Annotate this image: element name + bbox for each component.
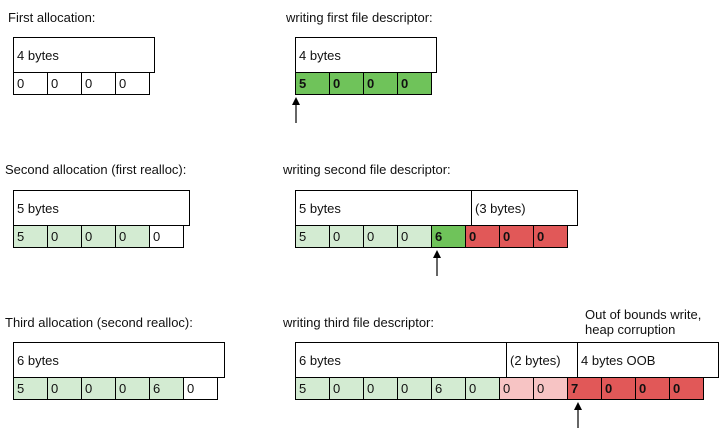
header-label: 4 bytes — [299, 47, 341, 63]
caption-writing-first-fd: writing first file descriptor: — [286, 10, 433, 25]
memory-cell-previous: 5 — [13, 377, 48, 400]
memory-cell: 0 — [149, 225, 184, 248]
header-label: 6 bytes — [17, 352, 59, 368]
header-label: 4 bytes OOB — [581, 352, 656, 368]
memory-cell-overflow: 0 — [499, 225, 534, 248]
memory-cell-written: 0 — [397, 72, 432, 95]
header-6-bytes-written: 6 bytes — [295, 342, 507, 378]
header-label: 5 bytes — [17, 200, 59, 216]
memory-cell-previous: 0 — [397, 225, 432, 248]
memory-cell-previous: 0 — [329, 377, 364, 400]
memory-cell-written: 0 — [329, 72, 364, 95]
oob-note-line: heap corruption — [585, 322, 676, 337]
header-4-bytes-written: 4 bytes — [295, 37, 437, 73]
memory-cell-written: 6 — [431, 225, 466, 248]
memory-cell: 0 — [47, 72, 82, 95]
memory-cell-previous: 0 — [363, 377, 398, 400]
header-5-bytes: 5 bytes — [13, 190, 190, 226]
header-2-bytes-slack: (2 bytes) — [506, 342, 578, 378]
header-label: 4 bytes — [17, 47, 59, 63]
caption-third-allocation: Third allocation (second realloc): — [5, 315, 193, 330]
memory-cell-slack: 0 — [533, 377, 568, 400]
memory-cell-oob: 0 — [669, 377, 704, 400]
memory-cell-previous: 0 — [47, 377, 82, 400]
header-4-bytes-oob: 4 bytes OOB — [577, 342, 719, 378]
memory-row-second-allocation: 5 0 0 0 0 — [13, 225, 184, 248]
memory-cell-previous: 5 — [13, 225, 48, 248]
header-label: 5 bytes — [299, 200, 341, 216]
memory-row-first-fd: 5 0 0 0 — [295, 72, 432, 95]
memory-cell-written: 5 — [295, 72, 330, 95]
memory-cell-previous: 0 — [47, 225, 82, 248]
memory-cell-written: 0 — [363, 72, 398, 95]
memory-row-third-allocation: 5 0 0 0 6 0 — [13, 377, 218, 400]
header-4-bytes: 4 bytes — [13, 37, 155, 73]
memory-cell: 0 — [183, 377, 218, 400]
header-5-bytes-written: 5 bytes — [295, 190, 472, 226]
memory-cell-previous: 5 — [295, 225, 330, 248]
memory-cell: 0 — [13, 72, 48, 95]
memory-cell: 0 — [115, 72, 150, 95]
memory-cell-previous: 0 — [115, 377, 150, 400]
up-arrow-icon — [292, 97, 300, 123]
memory-row-third-fd: 5 0 0 0 6 0 0 0 7 0 0 0 — [295, 377, 704, 400]
memory-cell-previous: 5 — [295, 377, 330, 400]
up-arrow-icon — [433, 250, 441, 276]
header-6-bytes: 6 bytes — [13, 342, 225, 378]
memory-cell-oob: 0 — [601, 377, 636, 400]
memory-cell-overflow: 0 — [533, 225, 568, 248]
header-label: (2 bytes) — [510, 352, 561, 368]
memory-cell-oob: 7 — [567, 377, 602, 400]
memory-cell-oob: 0 — [635, 377, 670, 400]
caption-writing-third-fd: writing third file descriptor: — [283, 315, 434, 330]
memory-cell-previous: 0 — [329, 225, 364, 248]
memory-cell-previous: 6 — [149, 377, 184, 400]
oob-note-line: Out of bounds write, — [585, 307, 702, 322]
memory-cell-previous: 6 — [431, 377, 466, 400]
up-arrow-icon — [574, 402, 582, 428]
memory-cell: 0 — [81, 72, 116, 95]
caption-second-allocation: Second allocation (first realloc): — [5, 162, 187, 177]
memory-row-second-fd: 5 0 0 0 6 0 0 0 — [295, 225, 568, 248]
oob-note: Out of bounds write, heap corruption — [585, 307, 701, 337]
memory-cell-previous: 0 — [81, 377, 116, 400]
memory-cell-slack: 0 — [499, 377, 534, 400]
memory-cell-previous: 0 — [465, 377, 500, 400]
memory-cell-overflow: 0 — [465, 225, 500, 248]
caption-first-allocation: First allocation: — [8, 10, 96, 25]
memory-cell-previous: 0 — [363, 225, 398, 248]
memory-cell-previous: 0 — [115, 225, 150, 248]
header-3-bytes-overflow: (3 bytes) — [471, 190, 578, 226]
memory-cell-previous: 0 — [397, 377, 432, 400]
caption-writing-second-fd: writing second file descriptor: — [283, 162, 451, 177]
header-label: 6 bytes — [299, 352, 341, 368]
header-label: (3 bytes) — [475, 200, 526, 216]
memory-row-first-allocation: 0 0 0 0 — [13, 72, 150, 95]
memory-cell-previous: 0 — [81, 225, 116, 248]
